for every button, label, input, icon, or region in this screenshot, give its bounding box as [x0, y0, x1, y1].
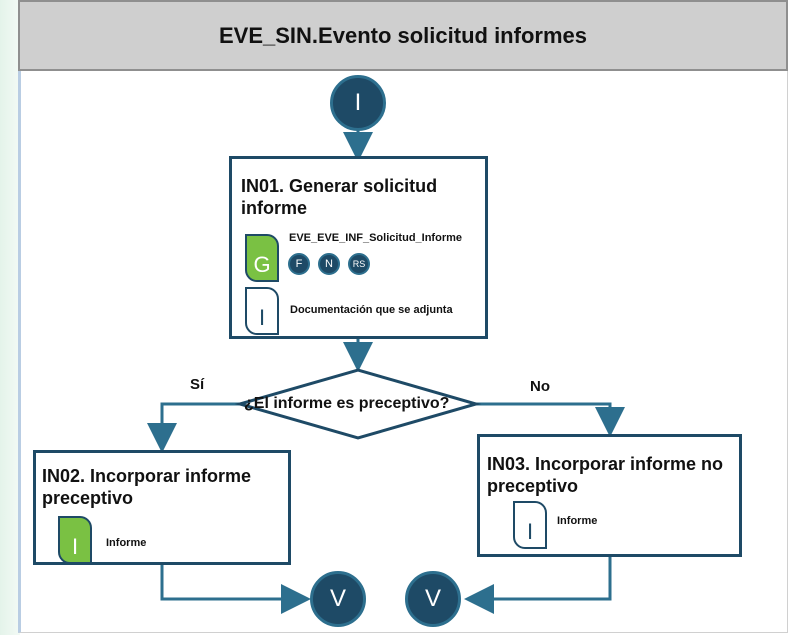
- in02-document-label: Informe: [106, 537, 147, 549]
- in03-document-letter: I: [526, 519, 534, 544]
- swimlane-header: EVE_SIN.Evento solicitud informes: [18, 0, 788, 71]
- in03-document-icon: I: [513, 501, 547, 549]
- in01-title-line2: informe: [241, 198, 308, 218]
- end-node-yes-label: V: [329, 585, 346, 612]
- left-background-strip: [0, 0, 20, 635]
- connector-in03-to-end: [464, 557, 612, 614]
- end-node-no: V: [405, 571, 461, 627]
- in03-title-line1: IN03. Incorporar informe no: [487, 454, 724, 474]
- task-in02: IN02. Incorporar informe preceptivo I In…: [33, 450, 291, 565]
- badge-rs: RS: [348, 253, 370, 275]
- decision-question: ¿El informe es preceptivo?: [244, 395, 450, 412]
- decision-yes-label: Sí: [190, 376, 205, 393]
- in02-document-letter: I: [71, 534, 79, 559]
- in03-title-line2: preceptivo: [487, 476, 579, 496]
- generated-document-label: EVE_EVE_INF_Solicitud_Informe: [289, 232, 462, 244]
- input-document-label: Documentación que se adjunta: [290, 304, 453, 316]
- in02-title-line2: preceptivo: [42, 488, 134, 508]
- in02-document-icon: I: [58, 516, 92, 564]
- start-node-label: I: [354, 89, 362, 116]
- in02-title-line1: IN02. Incorporar informe: [42, 466, 252, 486]
- in03-document-label: Informe: [557, 515, 598, 527]
- decision-no-label: No: [530, 378, 550, 395]
- connector-decision-yes: [147, 402, 240, 453]
- swimlane-title: EVE_SIN.Evento solicitud informes: [219, 22, 587, 48]
- end-node-yes: V: [310, 571, 366, 627]
- input-document-icon: I: [245, 287, 279, 335]
- connector-in02-to-end: [160, 565, 311, 614]
- in01-title: IN01. Generar solicitud informe: [241, 175, 437, 219]
- generated-document-icon: G: [245, 234, 279, 282]
- task-in03: IN03. Incorporar informe no preceptivo I…: [477, 434, 742, 557]
- start-node: I: [330, 75, 386, 131]
- badge-n: N: [318, 253, 340, 275]
- generated-document-letter: G: [253, 252, 271, 277]
- input-document-letter: I: [258, 305, 266, 330]
- end-node-no-label: V: [424, 585, 441, 612]
- connector-decision-no: [476, 402, 625, 437]
- in01-title-line1: IN01. Generar solicitud: [241, 176, 438, 196]
- badge-f: F: [288, 253, 310, 275]
- task-in01: IN01. Generar solicitud informe G EVE_EV…: [229, 156, 488, 339]
- in02-title: IN02. Incorporar informe preceptivo: [42, 465, 251, 509]
- decision-diamond: [234, 368, 482, 440]
- in03-title: IN03. Incorporar informe no preceptivo: [487, 453, 723, 497]
